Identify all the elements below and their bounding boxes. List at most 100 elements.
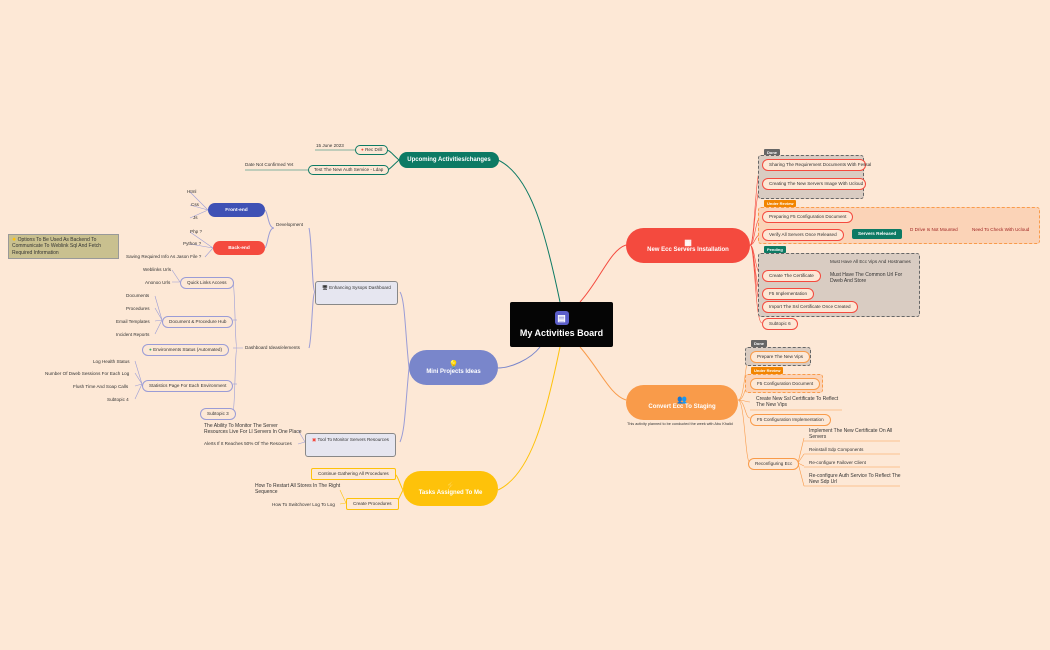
backend-label: Back-end [228, 245, 250, 251]
staging-f5-implementation[interactable]: F5 Configuration Implementation [750, 414, 831, 426]
ldap-test-item[interactable]: Test The New Auth Service - Ldap [308, 165, 390, 175]
reconf-auth-service: Re-configure Auth Service To Reflect The… [809, 473, 901, 486]
monitor-icon: ▣ [312, 437, 317, 442]
released-d-drive: D Drive Is Not Mounted [910, 227, 958, 232]
servers-released-item[interactable]: Servers Released [852, 229, 903, 239]
status-dot-icon: ● [149, 347, 152, 352]
staging-under-item-label: F5 Configuration Document [757, 381, 814, 386]
tool-monitor-label: Tool To Monitor Servers Resources [317, 437, 389, 442]
mini-projects-title: Mini Projects Ideas [426, 369, 481, 375]
staging-under-item[interactable]: F5 Configuration Document [750, 378, 821, 390]
staging-topic[interactable]: 👥 Convert Ecc To Staging [626, 385, 738, 420]
dashboard-icon: 🖥 [322, 285, 328, 290]
docs-documents: Documents [126, 293, 150, 298]
ldap-test-note: Date Not Confirmed Yet [245, 162, 294, 167]
rec-drill-item[interactable]: ● Rec Drill [355, 145, 389, 155]
users-icon: 👥 [677, 395, 687, 404]
ecc-under-item-1-label: Preparing F5 Configuration Document [769, 214, 847, 219]
stats-page-label: Statistics Page For Each Environment [149, 383, 227, 388]
docs-incident-reports: Incident Reports [116, 332, 150, 337]
frontend-html: Html [187, 189, 197, 194]
f5-implementation-item[interactable]: F5 Implementation [762, 288, 815, 300]
staging-note: This activity planned to be conducted th… [627, 422, 733, 426]
docs-email-templates: Email Templates [116, 319, 150, 324]
central-topic-title: My Activities Board [519, 328, 604, 338]
rec-drill-date: 15 June 2023 [316, 143, 344, 148]
ecc-under-item-2-label: Verify All Servers Once Released [769, 232, 837, 237]
ecc-installation-topic[interactable]: ▦ New Ecc Servers Installation [626, 228, 750, 263]
continue-gathering-item[interactable]: Continue Gathering All Procedures [311, 468, 396, 480]
ecc-done-item-2-label: Creating The New Servers Image With Uclo… [769, 181, 864, 186]
frontend-label: Front-end [225, 207, 248, 213]
subtopic3-label: Subtopic 3 [207, 411, 229, 416]
create-certificate-label: Create The Certificate [769, 273, 814, 278]
env-status-item[interactable]: ● Environments Status (Automated) [142, 344, 230, 356]
stats-flush-time: Flush Time And Soap Calls [73, 384, 129, 389]
staging-under-review-tag: Under Review [751, 367, 784, 374]
tasks-topic[interactable]: ⚡ Tasks Assigned To Me [403, 471, 498, 506]
env-status-label: Environments Status (Automated) [153, 347, 223, 352]
ecc-under-item-1[interactable]: Preparing F5 Configuration Document [762, 211, 854, 223]
import-ssl-item[interactable]: Import The Ssl Certificate Once Created [762, 301, 858, 313]
ecc-under-review-tag: Under Review [764, 200, 797, 207]
tool-monitor-item[interactable]: ▣ Tool To Monitor Servers Resources [305, 433, 396, 457]
enhancing-dashboard-item[interactable]: 🖥 Enhancing Sysops Dashboard [315, 281, 398, 305]
reconf-implement-cert: Implement The New Certificate On All Ser… [809, 428, 893, 441]
continue-gathering-label: Continue Gathering All Procedures [318, 471, 389, 476]
frontend-css: Css [191, 202, 199, 207]
servers-released-label: Servers Released [858, 231, 897, 236]
create-procedures-label: Create Procedures [353, 501, 392, 506]
board-icon: ▤ [554, 311, 569, 325]
stats-subtopic4: Subtopic 4 [107, 397, 129, 402]
star-icon: ✹ [12, 237, 17, 243]
cert-common-url: Must Have The Common Url For Dweb And St… [830, 272, 903, 285]
frontend-item[interactable]: Front-end [208, 203, 265, 217]
tool-alerts: Alerts If It Reaches 50% Of The Resource… [204, 441, 292, 446]
ecc-subtopic6-label: Subtopic 6 [769, 321, 791, 326]
subtopic3-item[interactable]: Subtopic 3 [200, 408, 236, 420]
quick-links-item[interactable]: Quick Links Access [180, 277, 234, 289]
quick-weblinks: Weblinks Urls [143, 267, 171, 272]
ldap-test-label: Test The New Auth Service - Ldap [314, 167, 384, 172]
rec-drill-dot-icon: ● [361, 147, 364, 152]
upcoming-activities-topic[interactable]: Upcoming Activities/changes [399, 152, 499, 168]
rec-drill-label: Rec Drill [365, 147, 383, 152]
ecc-done-tag: Done [764, 149, 780, 156]
stats-dweb-sessions: Number Of Dweb Sessions For Each Log [45, 371, 130, 376]
backend-item[interactable]: Back-end [213, 241, 265, 255]
staging-done-item-label: Prepare The New Vips [757, 354, 804, 359]
tool-live-monitor: The Ability To Monitor The Server Resour… [204, 423, 302, 436]
quick-anonoo: Anonoo Urls [145, 280, 171, 285]
f5-implementation-label: F5 Implementation [769, 291, 808, 296]
ecc-pending-tag: Pending [764, 246, 786, 253]
backend-options-note[interactable]: ✹ Options To Be Used As Backend To Commu… [8, 234, 119, 259]
mini-projects-topic[interactable]: 💡 Mini Projects Ideas [409, 350, 498, 385]
create-procedures-item[interactable]: Create Procedures [346, 498, 399, 510]
ecc-subtopic6-item[interactable]: Subtopic 6 [762, 318, 798, 330]
quick-links-label: Quick Links Access [187, 280, 227, 285]
staging-new-ssl[interactable]: Create New Ssl Certificate To Reflect Th… [756, 396, 839, 409]
stats-page-item[interactable]: Statistics Page For Each Environment [142, 380, 234, 392]
backend-php: Php ? [190, 229, 203, 234]
reconfiguring-ecc-item[interactable]: Reconfiguring Ecc [748, 458, 800, 470]
upcoming-title: Upcoming Activities/changes [407, 157, 491, 163]
staging-done-item[interactable]: Prepare The New Vips [750, 351, 811, 363]
backend-json: Saving Required Info As Jason File ? [126, 254, 202, 259]
enhancing-dashboard-label: Enhancing Sysops Dashboard [329, 285, 391, 290]
docs-procedures: Procedures [126, 306, 150, 311]
switchover-procedure: How To Switchover Log To Log [272, 502, 335, 507]
ecc-done-item-1[interactable]: Sharing The Requirement Documents With F… [762, 159, 871, 171]
reconfiguring-ecc-label: Reconfiguring Ecc [755, 461, 793, 466]
ecc-done-item-2[interactable]: Creating The New Servers Image With Uclo… [762, 178, 866, 190]
reconf-failover-client: Re-configure Failover Client [809, 460, 866, 465]
ecc-under-item-2[interactable]: Verify All Servers Once Released [762, 229, 844, 241]
create-certificate-item[interactable]: Create The Certificate [762, 270, 821, 282]
tasks-title: Tasks Assigned To Me [418, 490, 483, 496]
frontend-js: Js [193, 215, 198, 220]
docs-hub-item[interactable]: Document & Procedure Hub [162, 316, 234, 328]
lightbulb-icon: 💡 [448, 360, 459, 369]
dashboard-ideas-label: Dashboard Ideas/elements [245, 345, 300, 350]
released-check-ucloud: Need To Check With Ucloud [972, 227, 1030, 232]
reconf-reinstall-sdp: Reinstall Sdp Components [809, 447, 864, 452]
central-topic[interactable]: ▤ My Activities Board [510, 302, 613, 347]
